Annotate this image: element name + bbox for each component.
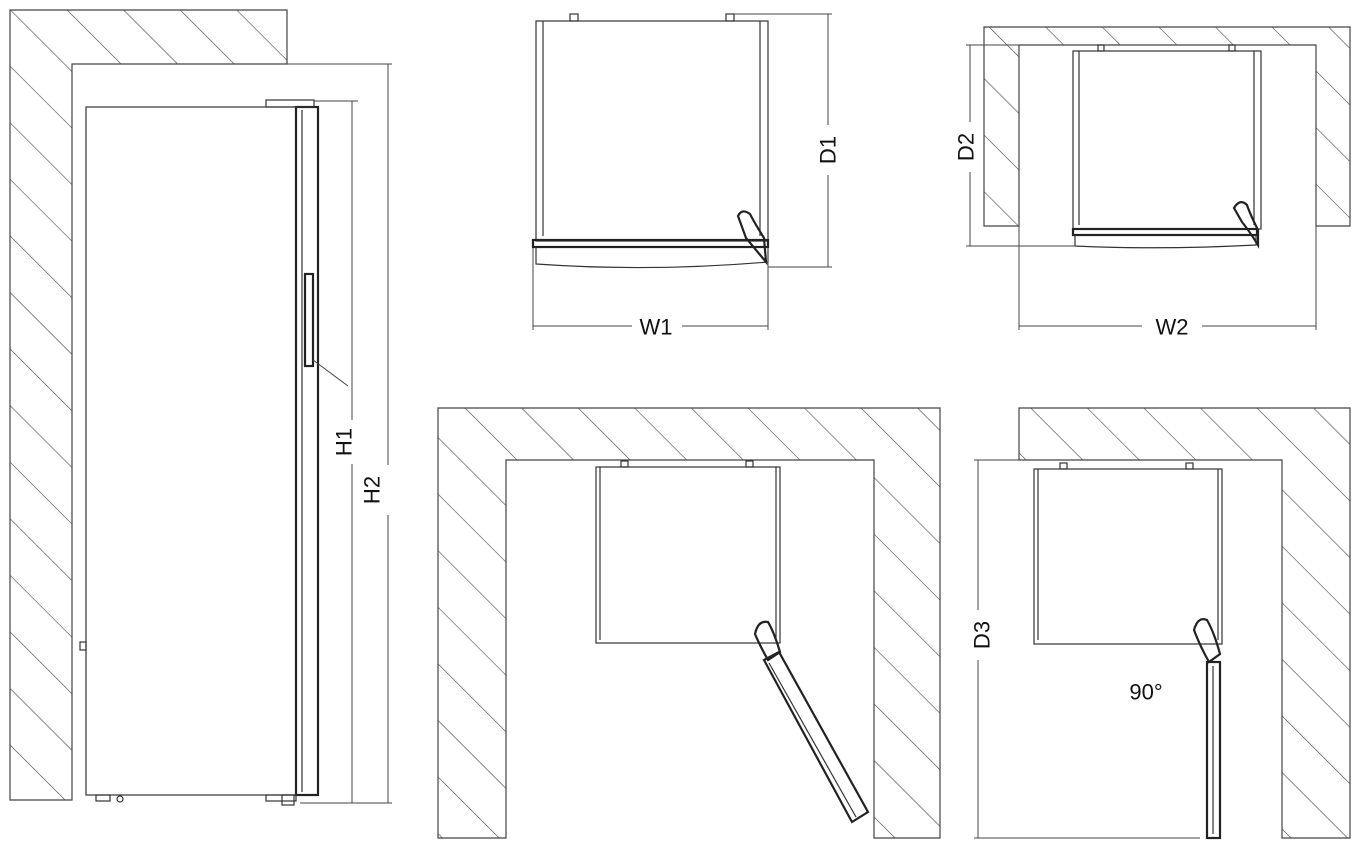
- right-niche-cabinet: [1033, 468, 1223, 645]
- d1-label: D1: [816, 136, 841, 164]
- side-cabinet: [85, 106, 297, 796]
- side-view: H1 H2: [9, 9, 392, 806]
- right-open-door: [1205, 660, 1222, 840]
- d2-label: D2: [954, 133, 979, 161]
- top-view-w2-d2: W2 D2: [952, 26, 1351, 340]
- angle-label: 90°: [1129, 680, 1162, 705]
- cabinet-top-view: [535, 20, 769, 242]
- niche-90-degree-view: 90° D3: [964, 407, 1351, 840]
- side-top-hinge: [265, 99, 315, 108]
- side-wall: [9, 9, 288, 801]
- niche-cabinet: [595, 466, 781, 644]
- right-open-handle: [1192, 618, 1222, 664]
- side-handle: [303, 272, 315, 368]
- side-door: [294, 105, 320, 797]
- right-niche-wall: [1018, 407, 1351, 839]
- d3-label: D3: [970, 621, 995, 649]
- top-view-w1-d1: W1 D1: [531, 13, 842, 340]
- niche-wall: [437, 407, 941, 839]
- niche-open-handle: [753, 620, 782, 662]
- door-top-view: [531, 238, 770, 249]
- alcove-wall: [983, 26, 1351, 227]
- h1-label: H1: [332, 428, 357, 456]
- alcove-handle: [1232, 201, 1260, 249]
- niche-door-open-view: [437, 407, 941, 839]
- alcove-door: [1071, 227, 1259, 237]
- niche-open-door: [762, 650, 870, 824]
- alcove-cabinet: [1072, 50, 1262, 230]
- w2-label: W2: [1156, 315, 1189, 340]
- h2-label: H2: [360, 476, 385, 504]
- w1-label: W1: [640, 315, 673, 340]
- handle-top-view: [736, 210, 768, 266]
